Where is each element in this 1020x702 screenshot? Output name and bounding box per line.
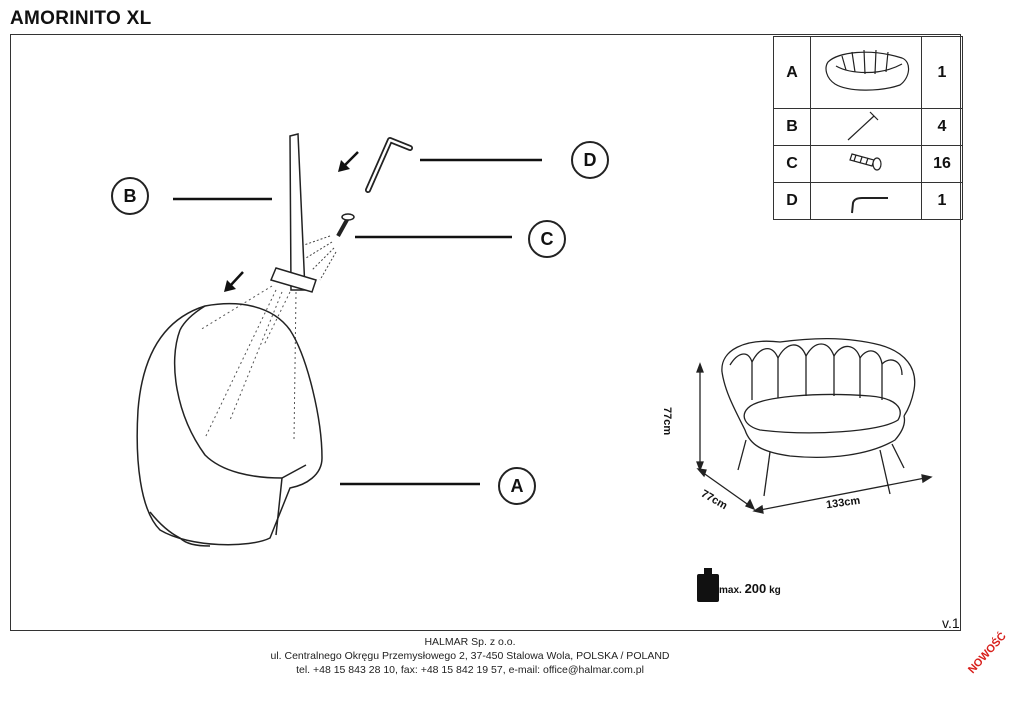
footer-address: ul. Centralnego Okręgu Przemysłowego 2, … bbox=[270, 650, 670, 662]
part-letter: A bbox=[773, 36, 811, 109]
part-image-cell bbox=[810, 108, 922, 146]
dimension-height-label: 77cm bbox=[661, 407, 673, 436]
sofa-dimension-drawing bbox=[696, 337, 933, 514]
part-qty: 1 bbox=[921, 182, 963, 220]
arrow-icon-b bbox=[224, 271, 244, 292]
instruction-frame bbox=[10, 34, 961, 631]
part-letter: C bbox=[773, 145, 811, 183]
max-load-prefix: max. bbox=[719, 585, 742, 596]
max-load-label: max. 200 kg bbox=[719, 581, 781, 596]
part-letter: B bbox=[773, 108, 811, 146]
footer-contact: tel. +48 15 843 28 10, fax: +48 15 842 1… bbox=[296, 664, 644, 676]
callout-a: A bbox=[498, 467, 536, 505]
footer: HALMAR Sp. z o.o. ul. Centralnego Okręgu… bbox=[220, 635, 720, 677]
part-image-cell bbox=[810, 145, 922, 183]
part-qty: 4 bbox=[921, 108, 963, 146]
table-row: A 1 bbox=[773, 36, 963, 109]
version-label: v.1 bbox=[942, 615, 960, 631]
part-qty: 16 bbox=[921, 145, 963, 183]
part-letter: D bbox=[773, 182, 811, 220]
part-qty: 1 bbox=[921, 36, 963, 109]
table-row: C 16 bbox=[773, 145, 963, 183]
parts-table: A 1 B 4 C 16 D 1 bbox=[773, 36, 963, 220]
table-row: D 1 bbox=[773, 182, 963, 220]
arrow-icon-d bbox=[338, 151, 359, 172]
part-image-cell bbox=[810, 36, 922, 109]
max-load-value: 200 bbox=[744, 581, 767, 596]
leg-drawing bbox=[269, 133, 317, 293]
document-title: AMORINITO XL bbox=[10, 8, 152, 29]
footer-company: HALMAR Sp. z o.o. bbox=[424, 636, 516, 648]
weight-icon bbox=[697, 568, 719, 602]
callout-d: D bbox=[571, 141, 609, 179]
callout-b: B bbox=[111, 177, 149, 215]
callout-c: C bbox=[528, 220, 566, 258]
max-load-unit: kg bbox=[769, 585, 781, 596]
table-row: B 4 bbox=[773, 108, 963, 146]
part-image-cell bbox=[810, 182, 922, 220]
guide-lines bbox=[199, 285, 297, 441]
overturned-sofa-drawing bbox=[136, 303, 323, 547]
screw-drawing bbox=[303, 213, 355, 281]
allen-key-drawing bbox=[365, 137, 413, 193]
